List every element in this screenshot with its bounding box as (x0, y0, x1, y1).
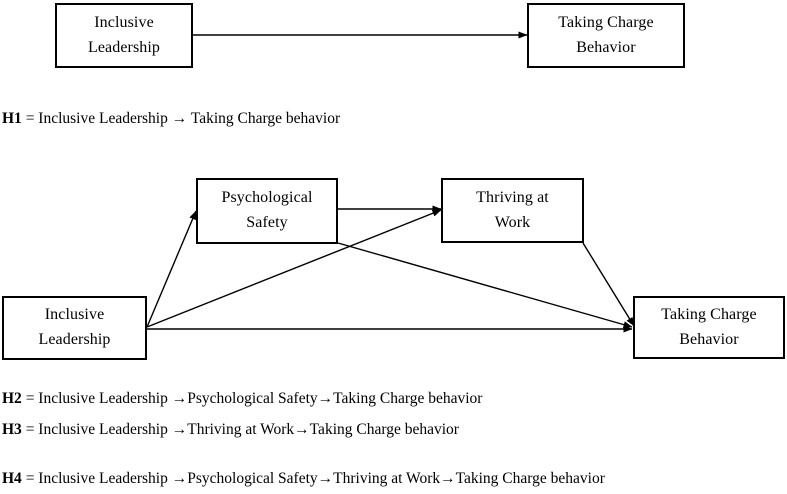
node-label-line2: Leadership (87, 38, 161, 56)
node-label-line1: Taking Charge (558, 13, 654, 31)
node-psychological-safety[interactable]: Psychological Safety (196, 178, 338, 244)
node-label-line1: Taking Charge (661, 305, 757, 323)
node-label-line2: Behavior (576, 38, 636, 56)
hypothesis-h2-tag: H2 (2, 390, 22, 407)
node-label-line1: Thriving at (476, 188, 549, 206)
node-inclusive-leadership-simple[interactable]: Inclusive Leadership (55, 3, 193, 68)
hypothesis-h2: H2 = Inclusive Leadership →Psychological… (2, 390, 482, 407)
node-taking-charge-behavior-simple[interactable]: Taking Charge Behavior (527, 3, 685, 68)
node-label-line1: Inclusive (94, 13, 154, 31)
node-inclusive-leadership-full[interactable]: Inclusive Leadership (2, 296, 147, 360)
node-label-line2: Leadership (38, 331, 111, 348)
arrow-psychological-safety-to-taking-charge-behavior (337, 242, 633, 329)
node-label-line2: Behavior (679, 330, 739, 348)
hypothesis-h3-text: = Inclusive Leadership →Thriving at Work… (21, 421, 459, 438)
node-thriving-at-work[interactable]: Thriving at Work (441, 178, 584, 243)
hypothesis-h2-text: = Inclusive Leadership →Psychological Sa… (21, 390, 483, 407)
node-label-line2: Safety (246, 214, 288, 231)
node-taking-charge-behavior-full[interactable]: Taking Charge Behavior (633, 296, 785, 359)
hypothesis-h1: H1 = Inclusive Leadership → Taking Charg… (2, 110, 340, 127)
arrow-thriving-at-work-to-taking-charge-behavior (582, 242, 635, 327)
hypothesis-h1-tag: H1 (2, 110, 22, 127)
hypothesis-h4-text: = Inclusive Leadership →Psychological Sa… (21, 470, 605, 487)
hypothesis-h3: H3 = Inclusive Leadership →Thriving at W… (2, 421, 459, 438)
hypothesis-h3-tag: H3 (2, 421, 22, 438)
node-label-line2: Work (494, 213, 531, 231)
arrow-il-to-psychological-safety (146, 210, 197, 328)
node-label-line1: Psychological (221, 189, 313, 207)
hypothesis-h4: H4 = Inclusive Leadership →Psychological… (2, 470, 605, 487)
node-label-line1: Inclusive (44, 306, 105, 324)
hypothesis-h4-tag: H4 (2, 470, 22, 487)
hypothesis-h1-text: = Inclusive Leadership → Taking Charge b… (21, 110, 341, 127)
